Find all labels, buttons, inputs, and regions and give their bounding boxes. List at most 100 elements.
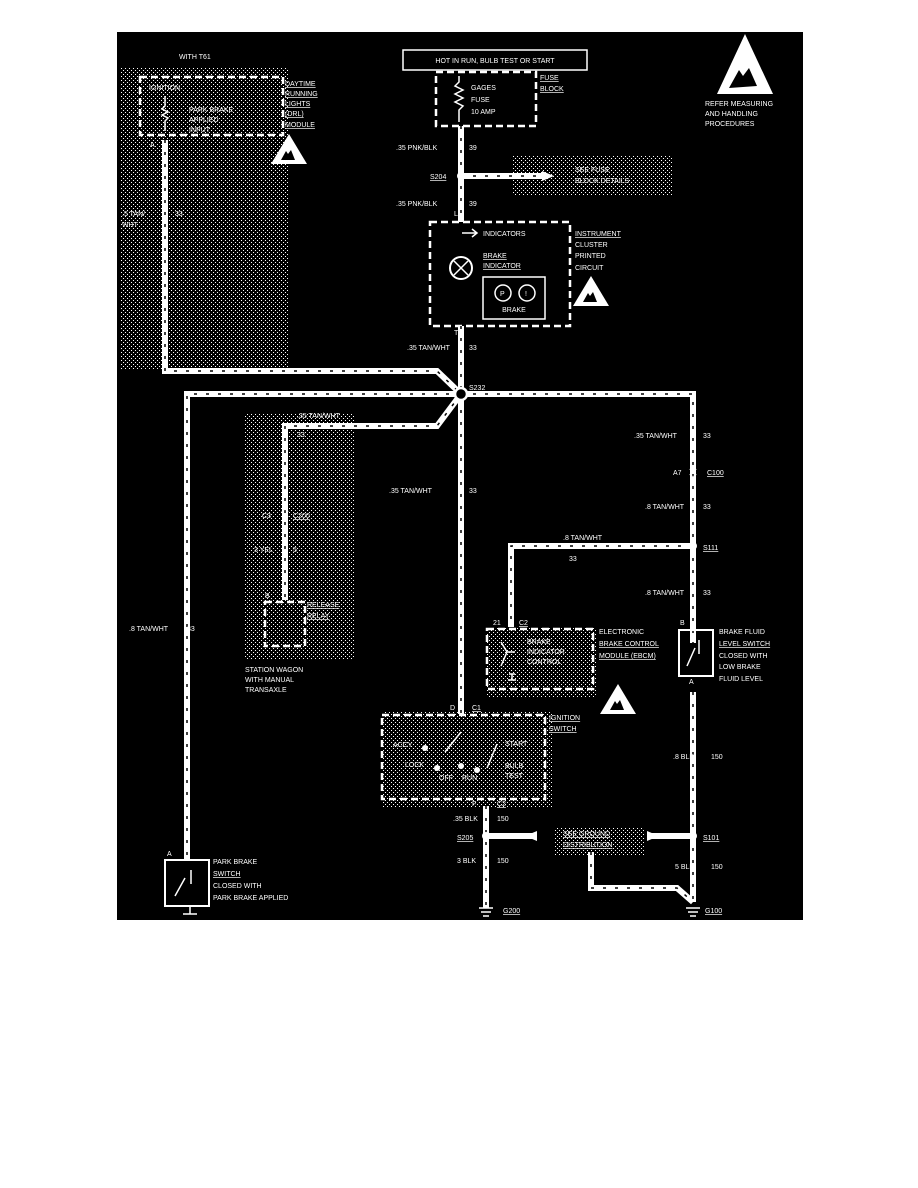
ebcm-inner-line3: CONTROL: [527, 659, 561, 666]
ign-off-contact: [458, 763, 464, 769]
brake-indicator-line1: BRAKE: [483, 253, 507, 260]
wire-relay-yel-circuit: 5: [293, 547, 297, 554]
ground-dist-arrow-right-icon: [647, 831, 659, 841]
ign-bulb-line2: TEST: [505, 773, 524, 780]
wire-cluster-out-gauge: .35 TAN/WHT: [407, 345, 451, 352]
c200-pin: C3: [262, 513, 271, 520]
ign-accy-label: ACCY: [393, 742, 413, 749]
ign-connector-c1: C1: [472, 705, 481, 712]
c100-connector-symbol: [689, 464, 697, 480]
ign-start-label: START: [505, 741, 528, 748]
relay-note-line3: TRANSAXLE: [245, 687, 287, 694]
park-brake-switch-box: [164, 859, 210, 907]
wire-c100-upper-circuit: 33: [703, 433, 711, 440]
drl-module-box: [138, 75, 285, 137]
wire-fluid-switch-circuit: 33: [703, 590, 711, 597]
drl-input-line3: INPUT: [189, 127, 211, 134]
wire-s205-ground-circuit: 150: [497, 858, 509, 865]
splice-s232-dot: [453, 386, 469, 402]
fuse-details-line2: BLOCK DETAILS: [575, 178, 630, 185]
drl-title-line5: MODULE: [285, 122, 315, 129]
wire-relay-branch-gauge: .35 TAN/WHT: [297, 413, 341, 420]
fuse-details-arrow-icon: [542, 171, 554, 181]
fluid-title-line2: LEVEL SWITCH: [719, 641, 770, 648]
ebcm-title-line3: MODULE (EBCM): [599, 653, 656, 660]
wire-relay-branch-circuit: 33: [297, 432, 305, 439]
wire-c100-lower-circuit: 33: [703, 504, 711, 511]
fluid-title-line3: CLOSED WITH: [719, 653, 768, 660]
ebcm-shaded-area: [487, 627, 597, 697]
wire-harness: [162, 126, 696, 908]
wire-fluid-ground-gauge: .8 BLK: [673, 754, 694, 761]
brake-indicator-line2: INDICATOR: [483, 263, 521, 270]
drl-title-line2: RUNNING: [285, 91, 318, 98]
wiring-diagram-svg: HOT IN RUN, BULB TEST OR START WITH T61 …: [120, 34, 773, 917]
g100-label: G100: [705, 908, 722, 915]
brake-fluid-switch-icon: [686, 640, 700, 667]
wire-ebcm-branch-circuit: 33: [569, 556, 577, 563]
drl-pin-a: A: [150, 142, 155, 149]
fuse-block-title-line1: FUSE: [540, 75, 559, 82]
drl-title-line4: (DRL): [285, 111, 304, 118]
brake-lamp-panel: [482, 276, 546, 320]
park-brake-title-line2: SWITCH: [213, 871, 241, 878]
relay-title-line2: RELAY: [307, 613, 330, 620]
splice-s205-dot: [482, 832, 490, 840]
g100-ground-icon: [686, 907, 700, 917]
wire-ign-ground-gauge: .35 BLK: [453, 816, 478, 823]
fuse-details-line1: SEE FUSE: [575, 167, 610, 174]
wire-center-circuit: 33: [469, 488, 477, 495]
drl-shaded-area: [120, 68, 288, 370]
ign-accy-contact: [422, 745, 428, 751]
indicators-arrow-icon: [462, 228, 479, 238]
ground-dist-line1: SEE GROUND: [563, 831, 610, 838]
g200-ground-icon: [479, 907, 493, 917]
power-header-box: [402, 49, 588, 71]
esd-notice-line1: REFER MEASURING: [705, 101, 773, 108]
drl-input-line1: PARK BRAKE: [189, 107, 234, 114]
relay-note-line1: STATION WAGON: [245, 667, 303, 674]
ign-wiper-arm: [444, 731, 462, 753]
c100-pin: A7: [673, 470, 682, 477]
ebcm-pin: 21: [493, 620, 501, 627]
splice-s204-label: S204: [430, 174, 446, 181]
ebcm-title-line2: BRAKE CONTROL: [599, 641, 659, 648]
wire-drl-gauge-line1: .5 TAN/: [122, 211, 145, 218]
ign-lock-contact: [434, 765, 440, 771]
relay-pin-b: B: [265, 593, 270, 600]
ignition-switch-box: [380, 713, 547, 801]
wire-s101-ground-gauge: 5 BLK: [675, 864, 694, 871]
splice-s101-label: S101: [703, 835, 719, 842]
drl-ignition-label: IGNITION: [149, 85, 180, 92]
wire-pnk-blk-top-circuit: 39: [469, 145, 477, 152]
drl-input-line2: APPLIED: [189, 117, 219, 124]
wire-c100-lower-gauge: .8 TAN/WHT: [645, 504, 685, 511]
fluid-pin-b: B: [680, 620, 685, 627]
fluid-title-line1: BRAKE FLUID: [719, 629, 765, 636]
ebcm-title-line1: ELECTRONIC: [599, 629, 644, 636]
wire-cluster-out-circuit: 33: [469, 345, 477, 352]
park-brake-title-line3: CLOSED WITH: [213, 883, 262, 890]
wire-pnk-blk-bottom-circuit: 39: [469, 201, 477, 208]
ign-bulb-line1: BULB: [505, 763, 524, 770]
ebcm-inner-line1: BRAKE: [527, 639, 551, 646]
fuse-block-box: [434, 70, 538, 128]
park-brake-title-line4: PARK BRAKE APPLIED: [213, 895, 288, 902]
bulb-filament: [453, 260, 469, 276]
c200-label: C200: [293, 513, 310, 520]
ebcm-ground-icon: [508, 673, 516, 681]
ign-connector-c2: C2: [497, 801, 506, 808]
brake-warning-excl: !: [525, 291, 527, 298]
wire-pnk-blk-top-gauge: .35 PNK/BLK: [396, 145, 438, 152]
power-header-label: HOT IN RUN, BULB TEST OR START: [435, 58, 555, 65]
wire-ebcm-branch-gauge: .8 TAN/WHT: [563, 535, 603, 542]
c100-label: C100: [707, 470, 724, 477]
wire-drl-circuit: 33: [175, 211, 183, 218]
fuse-rating: 10 AMP: [471, 109, 496, 116]
fuse-block-title-line2: BLOCK: [540, 86, 564, 93]
esd-warning-icon: [717, 34, 773, 94]
ground-dist-line2: DISTRIBUTION: [563, 842, 612, 849]
ign-pin-d: D: [450, 705, 455, 712]
park-brake-pin-a: A: [167, 851, 172, 858]
wire-fluid-ground-circuit: 150: [711, 754, 723, 761]
